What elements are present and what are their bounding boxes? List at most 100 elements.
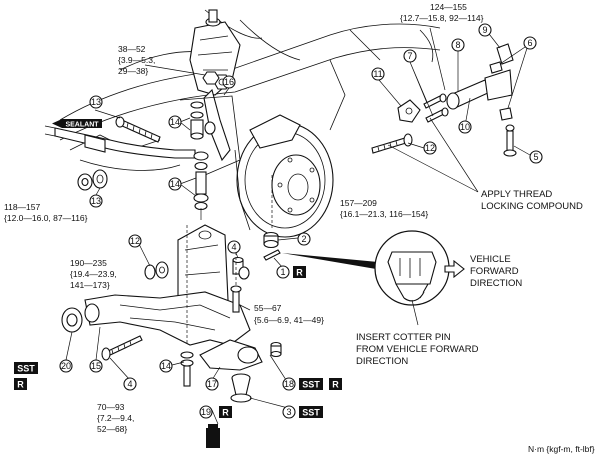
nut-2 [263,231,279,249]
svg-text:R: R [332,380,339,390]
svg-text:29—38}: 29—38} [118,66,148,76]
callout-19: 19 [199,405,213,419]
svg-text:18: 18 [284,379,294,389]
note-vehicle-2: FORWARD [470,266,519,277]
bolt-4-upper [232,256,250,280]
badge-sst-left: SST [14,362,38,374]
callout-20: 20 [59,359,73,373]
svg-text:14: 14 [170,117,180,127]
ball-joint-17 [199,339,263,396]
svg-text:16: 16 [224,77,234,87]
washers-12 [144,261,169,280]
link-14-middle [193,151,209,220]
svg-text:{7.2—9.4,: {7.2—9.4, [97,413,134,423]
svg-text:SST: SST [302,408,320,418]
callout-1: 1 [276,265,290,279]
svg-text:20: 20 [61,361,71,371]
svg-text:10: 10 [460,122,470,132]
callout-14a: 14 [168,115,182,129]
detail-pointer [282,253,382,270]
torque-124-155: 124—155 [430,2,467,12]
svg-text:14: 14 [161,361,171,371]
svg-text:{16.1—21.3, 116—154}: {16.1—21.3, 116—154} [340,209,428,219]
svg-text:13: 13 [91,97,101,107]
svg-text:4: 4 [127,379,132,389]
badges: R SST R SST R R SST [14,266,342,418]
svg-text:5: 5 [533,152,538,162]
stabilizer-bar [44,125,196,159]
badge-r-left: R [14,378,27,390]
callout-12b: 12 [128,234,142,248]
badge-r-18: R [329,378,342,390]
callout-17: 17 [205,377,219,391]
bracket-11 [397,99,421,123]
washers-14-lower [180,351,194,387]
svg-text:{12.0—16.0, 87—116}: {12.0—16.0, 87—116} [4,213,88,223]
svg-text:SST: SST [17,364,35,374]
svg-text:{5.6—6.9, 41—49}: {5.6—6.9, 41—49} [254,315,324,325]
note-cotter-1: INSERT COTTER PIN [356,332,451,343]
callout-16: 16 [222,75,236,89]
svg-text:6: 6 [527,38,532,48]
svg-text:1: 1 [280,267,285,277]
note-vehicle-1: VEHICLE [470,254,511,265]
callout-13b: 13 [89,194,103,208]
svg-text:4: 4 [231,242,236,252]
badge-sst-3: SST [299,406,323,418]
svg-text:15: 15 [91,361,101,371]
callout-7: 7 [403,49,417,63]
link-14-upper [190,101,216,140]
svg-text:R: R [17,380,24,390]
cotter-pin-1 [263,249,281,261]
torque-190-235: 190—235 [70,258,107,268]
svg-text:3: 3 [286,407,291,417]
callout-12a: 12 [423,141,437,155]
bolt-5 [503,124,517,157]
boot-3 [230,393,252,403]
bolt-ball-joint [230,285,242,313]
rod-8-10 [446,69,513,110]
svg-text:12: 12 [130,236,140,246]
svg-text:12: 12 [425,143,435,153]
callout-5: 5 [529,150,543,164]
bushing-13 [77,169,108,191]
bushing-20 [61,303,100,333]
leader-lines [65,27,531,425]
forward-arrow [444,259,465,279]
svg-text:11: 11 [373,69,382,79]
svg-text:{3.9—5.3,: {3.9—5.3, [118,55,155,65]
bolt-12 [371,133,413,154]
callout-14c: 14 [159,359,173,373]
torque-118-157: 118—157 [4,202,41,212]
torque-38-52: 38—52 [118,44,146,54]
badge-r-19: R [219,406,232,418]
detail-view [374,230,450,306]
svg-text:8: 8 [455,40,460,50]
svg-text:2: 2 [301,234,306,244]
brake-disc [234,114,334,238]
badge-r-1: R [293,266,306,278]
svg-text:{19.4—23.9,: {19.4—23.9, [70,269,117,279]
svg-text:R: R [296,268,303,278]
nut-upper-ball [202,71,220,85]
part-9 [496,43,514,65]
callout-18: 18 [282,377,296,391]
note-vehicle-3: DIRECTION [470,278,522,289]
units-label: N·m {kgf-m, ft-lbf} [528,444,595,454]
torque-70-93: 70—93 [97,402,125,412]
axis-lines [186,175,273,345]
bolt-13 [115,116,161,143]
torque-55-67: 55—67 [254,303,282,313]
svg-text:17: 17 [207,379,217,389]
torque-124-155-conv: {12.7—15.8, 92—114} [400,13,484,23]
svg-text:14: 14 [170,179,180,189]
callout-15: 15 [89,359,103,373]
callout-9: 9 [478,23,492,37]
sealant-label: SEALANT [65,122,99,129]
svg-text:141—173}: 141—173} [70,280,110,290]
bolts-7 [423,93,449,123]
lower-arm [84,291,251,346]
bolt-4-lower [101,335,143,361]
callout-4b: 4 [123,377,137,391]
